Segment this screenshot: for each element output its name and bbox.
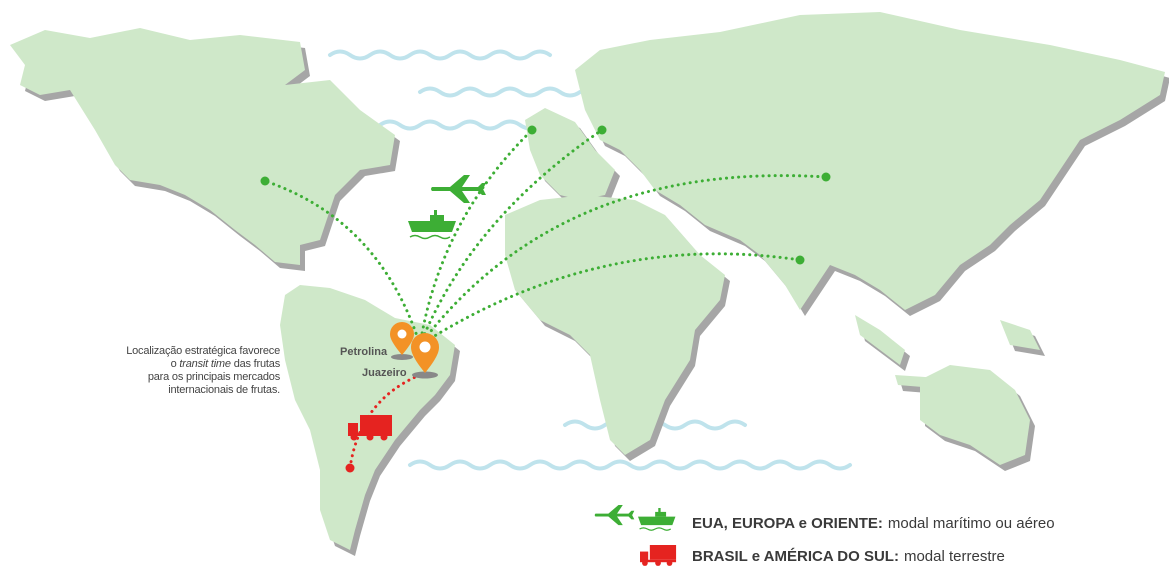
map-caption: Localização estratégica favorece o trans…: [70, 345, 280, 397]
endpoint-south-america: [345, 463, 355, 473]
ocean-waves: [328, 49, 852, 471]
endpoint-east-asia: [821, 172, 831, 182]
route-usa: [263, 179, 422, 347]
legend-row-land: BRASIL e AMÉRICA DO SUL: modal terrestre: [692, 548, 1005, 565]
caption-line-3: para os principais mercados: [147, 371, 280, 383]
legend-truck-icon: [640, 545, 677, 566]
legend-row-air-sea: EUA, EUROPA e ORIENTE: modal marítimo ou…: [692, 515, 1055, 532]
route-europe-uk: [418, 128, 534, 347]
ship-icon: [408, 210, 456, 240]
legend-ship-icon: [638, 508, 676, 531]
legend-row-air-sea-text: modal marítimo ou aéreo: [887, 515, 1055, 532]
endpoint-usa: [260, 176, 270, 186]
caption-line-2: o transit time das frutas: [170, 358, 281, 370]
legend-row-land-title: BRASIL e AMÉRICA DO SUL:: [692, 548, 899, 565]
red-route: [345, 373, 422, 473]
pin-juazeiro: [411, 333, 439, 379]
route-asia-east: [418, 174, 828, 347]
endpoint-europe: [597, 125, 607, 135]
route-india: [418, 252, 802, 347]
green-routes: [263, 128, 828, 347]
route-endpoints: [260, 125, 831, 265]
caption-line-4: internacionais de frutas.: [168, 384, 280, 396]
city-label-juazeiro: Juazeiro: [362, 367, 407, 379]
pin-petrolina: [390, 322, 414, 360]
truck-icon: [348, 415, 392, 441]
legend-airplane-icon: [594, 505, 635, 526]
legend-row-air-sea-title: EUA, EUROPA e ORIENTE:: [692, 515, 883, 532]
airplane-icon: [431, 175, 486, 203]
caption-line-1: Localização estratégica favorece: [126, 345, 280, 357]
endpoint-uk: [527, 125, 537, 135]
continents: [10, 12, 1165, 550]
city-label-petrolina: Petrolina: [340, 346, 388, 358]
route-europe: [418, 128, 604, 347]
endpoint-india: [795, 255, 805, 265]
legend-row-land-text: modal terrestre: [903, 548, 1005, 565]
